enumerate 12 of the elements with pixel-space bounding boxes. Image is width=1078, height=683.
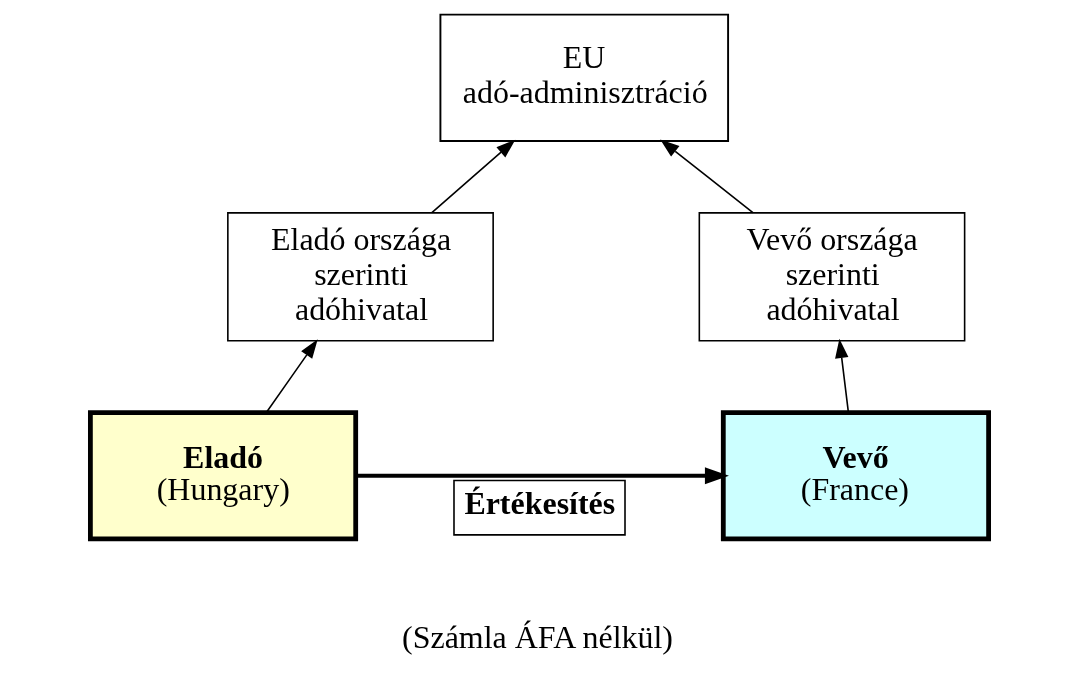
node-box: Vevő országa szerinti adóhivatal bbox=[698, 212, 965, 342]
arrow bbox=[659, 139, 754, 214]
node-box: EU adó-adminisztráció bbox=[438, 13, 729, 142]
arrow bbox=[265, 339, 318, 413]
node-box: Eladó országa szerinti adóhivatal bbox=[226, 212, 494, 342]
arrow bbox=[430, 139, 515, 214]
arrow bbox=[834, 338, 849, 413]
edge-label: Értékesítés bbox=[463, 486, 615, 522]
arrow bbox=[355, 467, 729, 485]
node-box: Vevő (France) bbox=[720, 410, 991, 542]
label: (Számla ÁFA nélkül) bbox=[401, 619, 673, 655]
node-box: Eladó (Hungary) bbox=[87, 410, 358, 542]
